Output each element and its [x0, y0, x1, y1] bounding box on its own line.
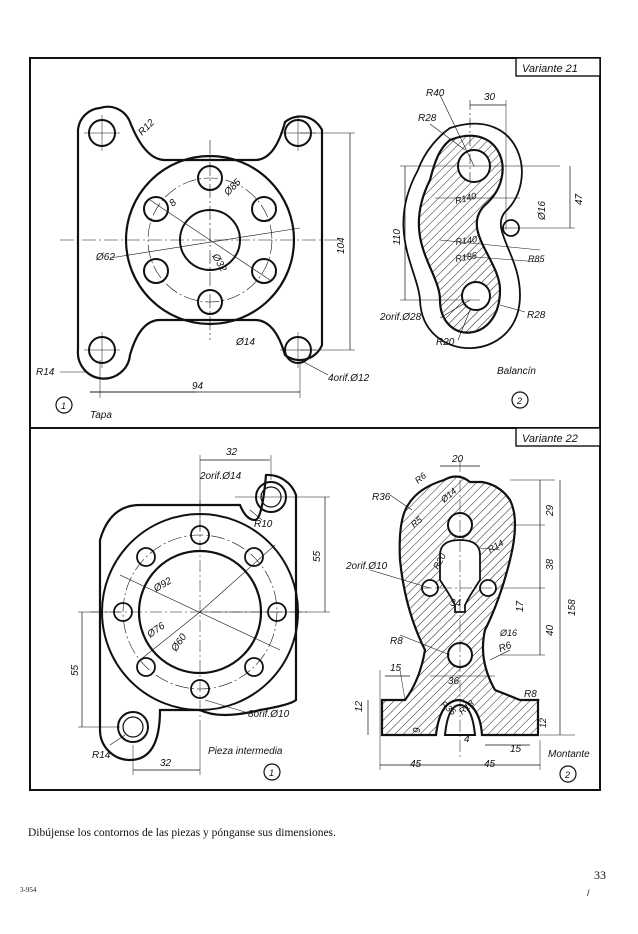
- montante-dim-158: 158: [567, 599, 578, 616]
- tapa-drawing: [60, 105, 355, 398]
- montante-dim-15-b: 15: [510, 744, 522, 755]
- montante-dim-d16: Ø16: [499, 628, 517, 638]
- tapa-dim-d14: Ø14: [235, 337, 255, 348]
- pieza-dim-d92: Ø92: [151, 575, 174, 595]
- montante-dim-45-a: 45: [410, 759, 422, 770]
- montante-dim-12-a: 12: [354, 700, 365, 712]
- montante-drawing: [367, 460, 575, 770]
- balancin-dim-holes: 2orif.Ø28: [379, 312, 422, 323]
- balancin-dim-r20: R20: [436, 337, 455, 348]
- montante-dim-40: 40: [545, 624, 556, 636]
- tapa-dim-r12: R12: [136, 117, 157, 138]
- pieza-dim-holes14: 2orif.Ø14: [199, 471, 242, 482]
- variant21-title: Variante 21: [522, 63, 578, 75]
- tapa-big-circle: [124, 154, 296, 326]
- pieza-dim-55-left: 55: [70, 664, 81, 676]
- pieza-number: 1: [269, 768, 274, 778]
- montante-dim-4: 4: [464, 734, 470, 745]
- pieza-dim-d60: Ø60: [169, 632, 190, 655]
- tapa-dim-104: 104: [336, 237, 347, 254]
- montante-dim-45-b: 45: [484, 759, 496, 770]
- pieza-name: Pieza intermedia: [208, 746, 283, 757]
- balancin-number: 2: [516, 396, 522, 406]
- tapa-dim-d85: Ø85: [222, 177, 244, 199]
- montante-dim-9: 9: [412, 727, 423, 733]
- pieza-drawing: [78, 455, 330, 775]
- pieza-outline: [98, 473, 298, 762]
- page-number: 33: [594, 868, 606, 882]
- footer-code: 3-954: [20, 886, 37, 894]
- pieza-dim-55-right: 55: [312, 550, 323, 562]
- balancin-dim-d16: Ø16: [537, 201, 548, 221]
- variant22-title: Variante 22: [522, 433, 578, 445]
- frame-variant22: [29, 427, 601, 791]
- balancin-dim-r85: R85: [528, 254, 546, 264]
- balancin-dim-110: 110: [392, 229, 403, 245]
- tapa-name: Tapa: [90, 410, 112, 421]
- tapa-number: 1: [61, 401, 66, 411]
- pieza-dim-holes10: 8orif.Ø10: [248, 709, 290, 720]
- montante-dim-r8-a: R8: [390, 636, 403, 647]
- tapa-dim-94: 94: [192, 381, 204, 392]
- montante-dim-12-b: 12: [538, 718, 548, 728]
- montante-dim-15: 15: [390, 663, 402, 674]
- montante-number-circle: [559, 765, 577, 783]
- tapa-dim-d62: Ø62: [95, 252, 115, 263]
- pencil-mark: /: [587, 888, 590, 898]
- balancin-labels: R40 30 R28 R140 R140 R185 R85 Ø16 47 110…: [379, 88, 585, 409]
- montante-dim-17: 17: [515, 600, 526, 612]
- montante-dim-r6-top: R6: [413, 470, 428, 485]
- caption-text: Dibújense los contornos de las piezas y …: [28, 827, 336, 839]
- montante-dim-r8-b: R8: [524, 689, 537, 700]
- pieza-dim-32-top: 32: [226, 447, 238, 458]
- montante-dim-34: 34: [450, 598, 462, 609]
- pieza-dim-r10: R10: [254, 519, 273, 530]
- balancin-dim-r40: R40: [426, 88, 445, 99]
- pieza-number-circle: [263, 763, 281, 781]
- tapa-outline: [76, 105, 324, 380]
- pieza-dim-32-bottom: 32: [160, 758, 172, 769]
- balancin-drawing: [400, 94, 575, 350]
- montante-number: 2: [564, 770, 570, 780]
- montante-dim-holes: 2orif.Ø10: [345, 561, 388, 572]
- balancin-dim-r185: R185: [455, 250, 479, 264]
- tapa-dim-holes: 4orif.Ø12: [328, 373, 370, 384]
- pieza-dim-r14: R14: [92, 750, 111, 761]
- title-box-variant22: Variante 22: [515, 427, 601, 447]
- montante-dim-r36: R36: [372, 492, 391, 503]
- balancin-dim-47: 47: [574, 193, 585, 205]
- montante-dim-36: 36: [448, 676, 460, 687]
- balancin-number-circle: [511, 391, 529, 409]
- pieza-dim-d76: Ø76: [145, 620, 168, 641]
- balancin-dim-r28-top: R28: [418, 113, 437, 124]
- tapa-number-circle: [55, 396, 73, 414]
- montante-dim-29: 29: [545, 504, 556, 517]
- title-box-variant21: Variante 21: [515, 57, 601, 77]
- balancin-dim-r140-b: R140: [455, 234, 478, 247]
- montante-dim-r6-b: R6: [497, 640, 513, 655]
- montante-name: Montante: [548, 749, 590, 760]
- tapa-dim-8: 8: [167, 197, 179, 209]
- balancin-dim-r28-b: R28: [527, 310, 546, 321]
- tapa-dim-r14: R14: [36, 367, 55, 378]
- balancin-dim-30: 30: [484, 92, 496, 103]
- montante-dim-38: 38: [545, 558, 556, 570]
- balancin-name: Balancín: [497, 366, 536, 377]
- montante-dim-20: 20: [451, 454, 464, 465]
